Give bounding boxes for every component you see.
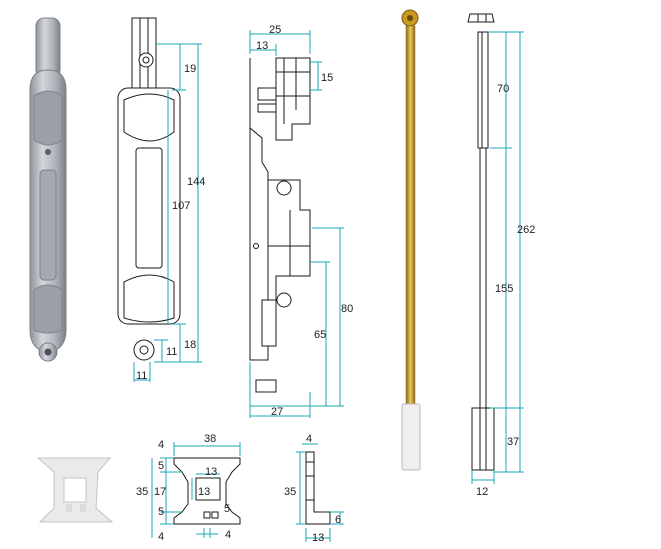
dim-label-guide-top-a: 4	[158, 439, 164, 451]
dim-label-offset: 13	[256, 40, 268, 52]
dim-label-depth-a: 80	[341, 303, 353, 315]
guide-front-drawing	[151, 442, 241, 538]
dim-label-guide-inner-w: 13	[205, 466, 217, 478]
dim-label-guide-lip: 5	[224, 503, 230, 515]
dim-label-top: 19	[184, 63, 196, 75]
dim-label-rod-lower: 37	[507, 436, 519, 448]
flush-bolt-photo	[29, 17, 67, 362]
guide-side-drawing	[296, 443, 344, 542]
dim-label-width-top: 25	[269, 24, 281, 36]
dim-label-width-bottom: 27	[271, 406, 283, 418]
dim-label-guide-bot-a: 5	[158, 506, 164, 518]
dim-label-total: 144	[187, 176, 205, 188]
dim-label-guide-top-b: 5	[158, 460, 164, 472]
dim-label-tab: 15	[321, 72, 333, 84]
guide-photo	[36, 457, 114, 523]
dim-label-guide-mid: 17	[154, 486, 166, 498]
rod-drawing	[467, 13, 524, 484]
dim-label-guide-width: 38	[204, 433, 216, 445]
dim-label-side-height: 35	[284, 486, 296, 498]
dim-label-guide-slot: 4	[225, 529, 231, 541]
dim-label-hole: 11	[166, 346, 177, 358]
flush-bolt-front-drawing	[117, 17, 202, 382]
dim-label-side-lip: 6	[335, 514, 341, 526]
dim-label-depth-b: 65	[314, 329, 326, 341]
dim-label-width: 11	[136, 370, 147, 382]
rod-photo	[401, 9, 421, 471]
dim-label-rod-total: 262	[517, 224, 535, 236]
dim-label-side-top: 4	[306, 433, 312, 445]
dim-label-rod-width: 12	[476, 486, 488, 498]
dim-label-bottom: 18	[184, 339, 196, 351]
dim-label-rod-upper: 70	[497, 83, 509, 95]
dim-label-slot: 107	[172, 200, 190, 212]
dim-label-guide-height: 35	[136, 486, 148, 498]
flush-bolt-side-drawing	[249, 30, 344, 418]
dim-label-guide-bot-b: 4	[158, 531, 164, 543]
dim-label-guide-inner-h: 13	[198, 486, 210, 498]
dim-label-rod-middle: 155	[495, 283, 513, 295]
dim-label-side-width: 13	[312, 532, 324, 544]
